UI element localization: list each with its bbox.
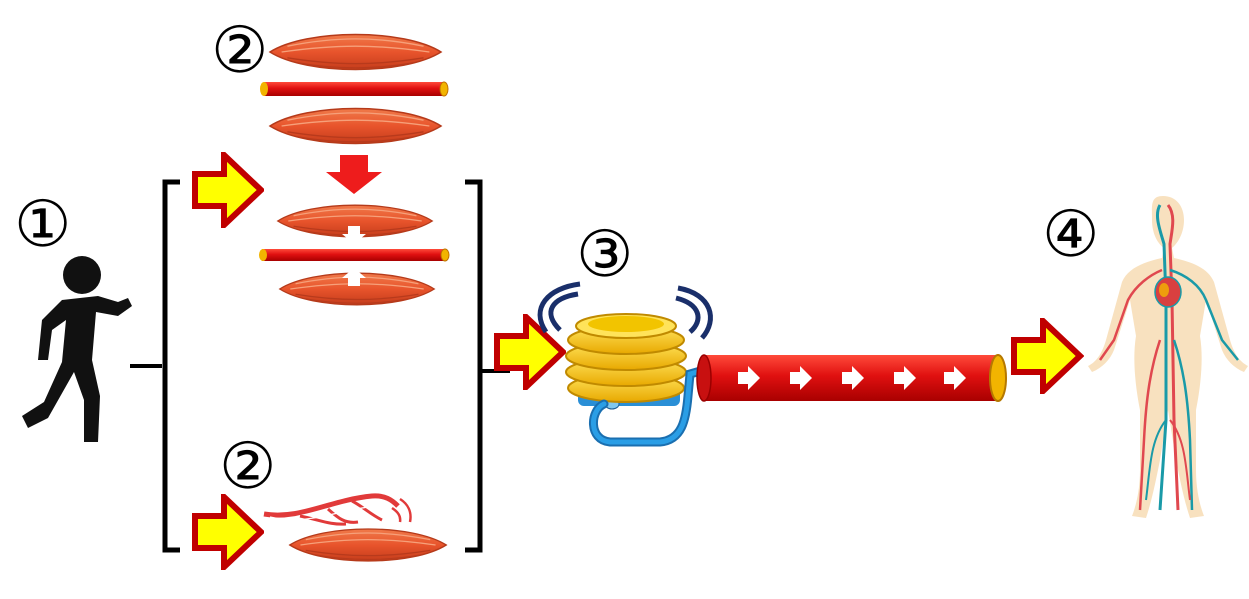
yellow-arrow-icon xyxy=(195,497,261,567)
pump-icon xyxy=(537,281,713,447)
flow-arrow-icon xyxy=(790,366,812,390)
muscle-icon xyxy=(269,33,442,71)
flow-arrow-icon xyxy=(894,366,916,390)
flow-arrow-icon xyxy=(842,366,864,390)
right-bracket xyxy=(465,179,483,553)
running-person-icon xyxy=(22,256,132,442)
step-4-label: ④ xyxy=(1042,198,1099,272)
yellow-arrow-icon xyxy=(195,155,261,225)
large-blood-vessel-icon xyxy=(696,354,1007,402)
step-2-bottom-label: ② xyxy=(219,430,276,504)
flow-arrow-icon xyxy=(738,366,760,390)
squeeze-up-arrow-icon xyxy=(342,268,366,286)
blood-flow-arrows xyxy=(738,366,966,390)
squeeze-down-arrow-icon xyxy=(342,226,366,244)
compressed-vessel-icon xyxy=(259,248,450,262)
step-3-label: ③ xyxy=(576,218,633,292)
yellow-arrow-icon xyxy=(1014,321,1080,391)
muscle-icon xyxy=(269,107,442,145)
muscle-with-vessels-icon xyxy=(263,493,448,563)
flow-arrow-icon xyxy=(944,366,966,390)
yellow-arrow-icon xyxy=(497,317,563,387)
step-1-label: ① xyxy=(14,188,71,262)
step-2-top-label: ② xyxy=(211,14,268,88)
human-circulatory-system-icon xyxy=(1088,196,1248,518)
left-bracket xyxy=(162,179,180,553)
compression-arrow-icon xyxy=(326,155,382,194)
blood-vessel-icon xyxy=(260,81,449,97)
